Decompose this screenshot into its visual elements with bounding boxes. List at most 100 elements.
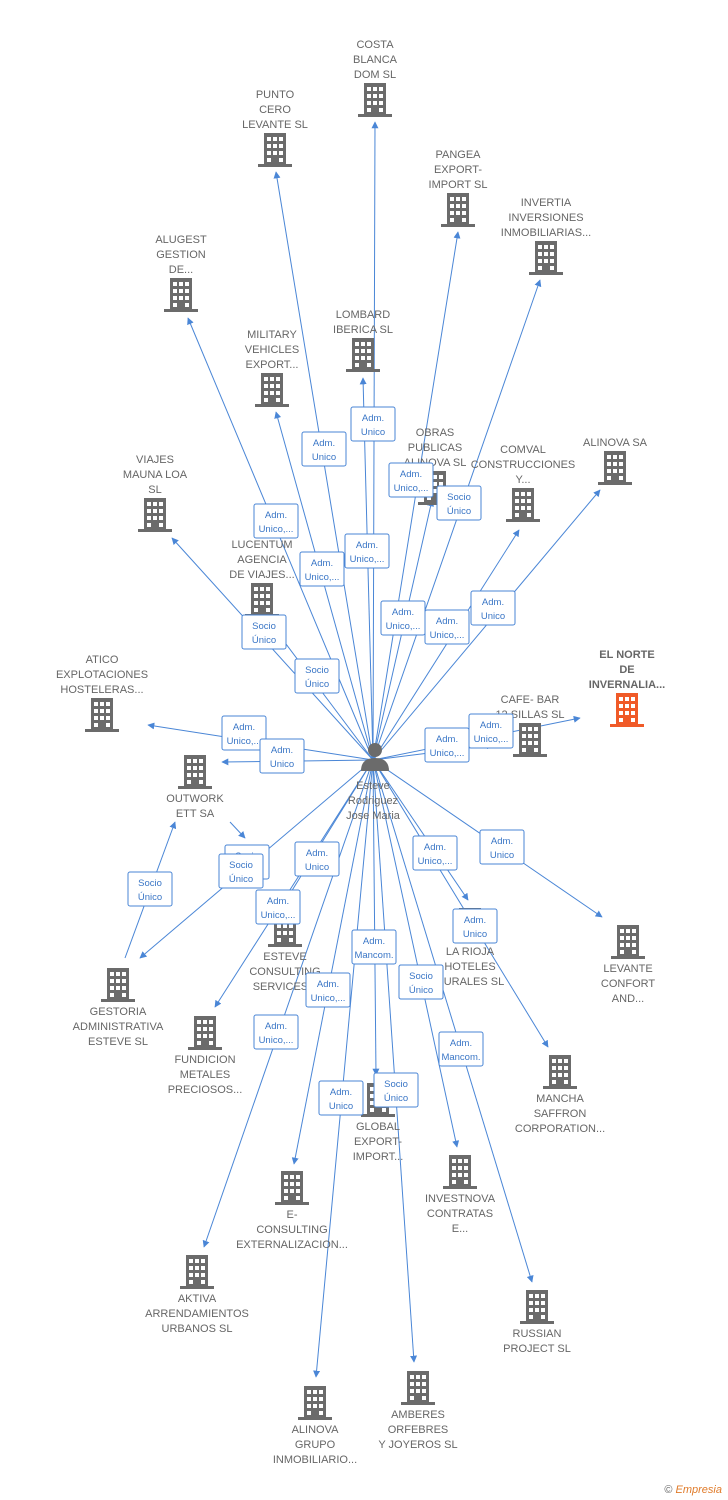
relation-badge-global[interactable]: Adm.Mancom. — [351, 929, 397, 965]
relation-label-line: Unico — [329, 1101, 353, 1112]
relation-badge-elnorte[interactable]: Adm. Unico,... — [468, 713, 514, 749]
relation-label-line: Unico,... — [261, 910, 296, 921]
company-node-alinovasa[interactable]: ALINOVA SA — [583, 437, 648, 485]
building-icon — [443, 1155, 477, 1189]
relation-label-line: Unico — [361, 427, 385, 438]
relation-badge-larioja2[interactable]: Adm.Unico — [452, 908, 498, 944]
relation-label-line: Unico,... — [259, 1035, 294, 1046]
relation-label-line: Adm. — [311, 558, 333, 569]
edge-econsulting — [291, 759, 374, 1165]
company-label-line: PANGEA — [435, 149, 481, 161]
relation-label-line: Adm. — [271, 745, 293, 756]
relation-badge-aktiva[interactable]: Adm.Unico,... — [253, 1014, 299, 1050]
relation-box — [241, 614, 287, 650]
relation-badge-lombard[interactable]: Adm.Unico,... — [344, 533, 390, 569]
relation-badge-obras[interactable]: Adm.Unico,... — [380, 600, 426, 636]
relation-label-line: Único — [252, 635, 276, 646]
relation-label: Adm.Unico — [463, 915, 487, 940]
relation-badge-outwork[interactable]: Adm. Unico — [259, 738, 305, 774]
relation-badge-alinovagrupo[interactable]: Adm.Unico — [318, 1080, 364, 1116]
relation-box — [398, 964, 444, 1000]
edge-amberes — [372, 759, 418, 1363]
relation-badge-larioja[interactable]: Adm.Unico,... — [412, 835, 458, 871]
relation-label-line: Unico,... — [474, 734, 509, 745]
company-label-line: MANCHA — [536, 1093, 584, 1105]
relation-label-line: Adm. — [313, 438, 335, 449]
relation-badge-levante[interactable]: Adm.Unico — [479, 829, 525, 865]
building-icon — [188, 1016, 222, 1050]
relation-badge-comval[interactable]: Adm.Unico,... — [424, 609, 470, 645]
company-label-line: CAFE- BAR — [501, 694, 560, 706]
relation-box — [470, 590, 516, 626]
relation-label-line: Socio — [305, 665, 329, 676]
relation-label-line: Unico — [305, 862, 329, 873]
company-label-line: RURALES SL — [436, 976, 504, 988]
company-label-line: RUSSIAN — [513, 1328, 562, 1340]
relation-box — [412, 835, 458, 871]
relation-badge-alinovasa[interactable]: Adm.Unico — [470, 590, 516, 626]
relation-badge-fundicion[interactable]: Adm.Unico — [294, 841, 340, 877]
relation-badge-pangea[interactable]: Adm.Unico,... — [388, 462, 434, 498]
relation-badge-military[interactable]: Adm.Unico,... — [299, 551, 345, 587]
relation-label-line: Adm. — [480, 720, 502, 731]
relation-badge-punto[interactable]: Adm.Unico — [301, 431, 347, 467]
relation-badge-mancha[interactable]: Adm.Mancom. — [438, 1031, 484, 1067]
company-label-line: LEVANTE SL — [242, 119, 308, 131]
company-label-line: ESTEVE SL — [88, 1036, 148, 1048]
company-label-line: DE VIAJES... — [229, 569, 294, 581]
relation-label-line: Unico — [270, 759, 294, 770]
relation-badge-econsulting[interactable]: Adm.Unico,... — [305, 972, 351, 1008]
relation-badge-costa[interactable]: Adm.Unico — [350, 406, 396, 442]
edge-global — [372, 759, 380, 1076]
company-label-line: GESTORIA — [90, 1006, 147, 1018]
relation-badge-esteveconsulting2[interactable]: Adm.Unico,... — [255, 889, 301, 925]
company-label-line: Y JOYEROS SL — [378, 1439, 457, 1451]
relation-label-line: Unico — [490, 850, 514, 861]
relation-label-line: Adm. — [317, 979, 339, 990]
relation-badge-cafe[interactable]: Adm.Unico,... — [424, 727, 470, 763]
company-label-line: PUBLICAS — [408, 442, 462, 454]
relation-badge-alugest[interactable]: Adm.Unico,... — [253, 503, 299, 539]
relation-label-line: Socio — [229, 860, 253, 871]
company-label-line: CONTRATAS — [427, 1208, 493, 1220]
company-label-line: ALINOVA SA — [583, 437, 648, 449]
relation-badge-atico[interactable]: Adm.Unico,... — [221, 715, 267, 751]
